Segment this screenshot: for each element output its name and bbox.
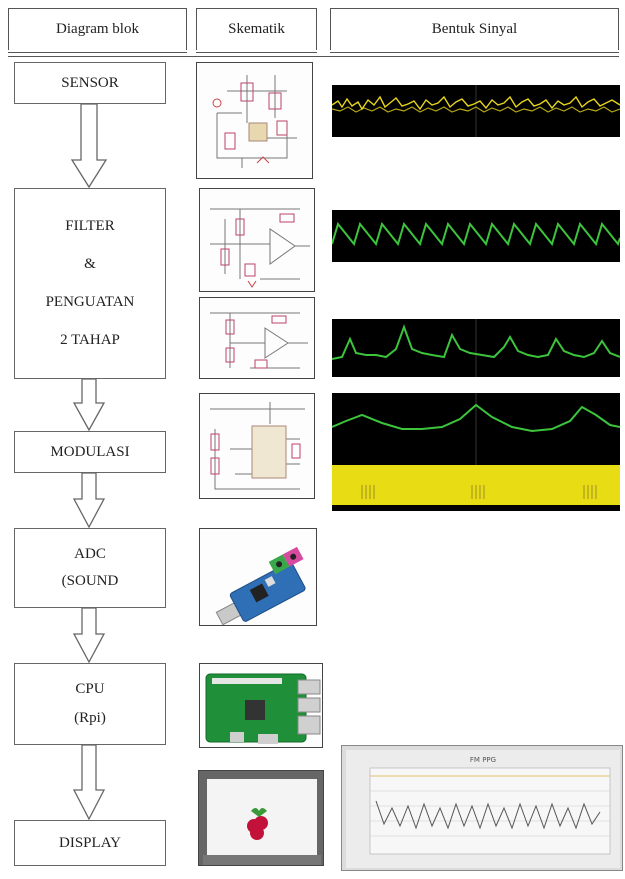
block-label: DISPLAY — [59, 834, 121, 851]
circuit-schematic-icon — [210, 402, 305, 490]
block-cpu: CPU (Rpi) — [14, 663, 166, 745]
header-diagram-blok: Diagram blok — [8, 8, 187, 53]
green-ppg-waveform — [332, 319, 620, 377]
block-label: PENGUATAN — [45, 294, 135, 311]
circuit-schematic-icon — [212, 75, 297, 168]
block-label: 2 TAHAP — [60, 332, 120, 349]
block-label: CPU — [75, 681, 105, 698]
header-label: Bentuk Sinyal — [431, 21, 518, 37]
usb-sound-card-icon — [215, 546, 306, 625]
schematic-filter-stage2-image — [199, 297, 315, 379]
block-label: MODULASI — [50, 443, 130, 460]
down-arrow-icon — [70, 103, 108, 189]
schematic-modulasi-image — [199, 393, 315, 499]
signal-filter-stage1-waveform — [332, 210, 620, 262]
block-label: FILTER — [65, 217, 115, 234]
flow-arrows — [70, 103, 108, 821]
signal-sensor-waveform — [332, 85, 620, 137]
chart-title: FM PPG — [470, 756, 496, 764]
fm-modulated-waveform — [332, 393, 620, 505]
green-sawtooth-waveform — [332, 221, 620, 247]
down-arrow-icon — [72, 472, 106, 529]
down-arrow-icon — [72, 607, 106, 664]
raspberry-pi-board-image — [199, 663, 323, 748]
block-label: & — [84, 255, 96, 272]
circuit-schematic-icon — [210, 208, 310, 288]
fm-ppg-chart: FM PPG — [346, 750, 620, 868]
usb-sound-card-image — [199, 528, 317, 626]
lcd-display-icon — [199, 771, 323, 865]
block-label: (Rpi) — [74, 709, 106, 726]
header-divider — [8, 56, 619, 57]
header-bentuk-sinyal: Bentuk Sinyal — [330, 8, 619, 53]
block-label: (SOUND — [61, 573, 119, 590]
header-label: Skematik — [228, 21, 285, 37]
block-display: DISPLAY — [14, 820, 166, 866]
down-arrow-icon — [72, 378, 106, 432]
block-label: SENSOR — [61, 74, 119, 91]
block-filter: FILTER & PENGUATAN 2 TAHAP — [14, 188, 166, 379]
lcd-display-image — [198, 770, 324, 866]
signal-filter-stage2-waveform — [332, 319, 620, 377]
header-label: Diagram blok — [56, 21, 139, 37]
schematic-filter-stage1-image — [199, 188, 315, 292]
block-label: ADC — [74, 545, 106, 562]
down-arrow-icon — [72, 744, 106, 821]
raspberry-pi-board-icon — [205, 673, 321, 744]
block-sensor: SENSOR — [14, 62, 166, 104]
display-output-photo: FM PPG — [341, 745, 623, 871]
yellow-noise-waveform — [332, 85, 620, 137]
signal-modulasi-waveform — [332, 393, 620, 511]
circuit-schematic-icon — [210, 312, 308, 369]
header-skematik: Skematik — [196, 8, 317, 53]
schematic-sensor-image — [196, 62, 313, 179]
